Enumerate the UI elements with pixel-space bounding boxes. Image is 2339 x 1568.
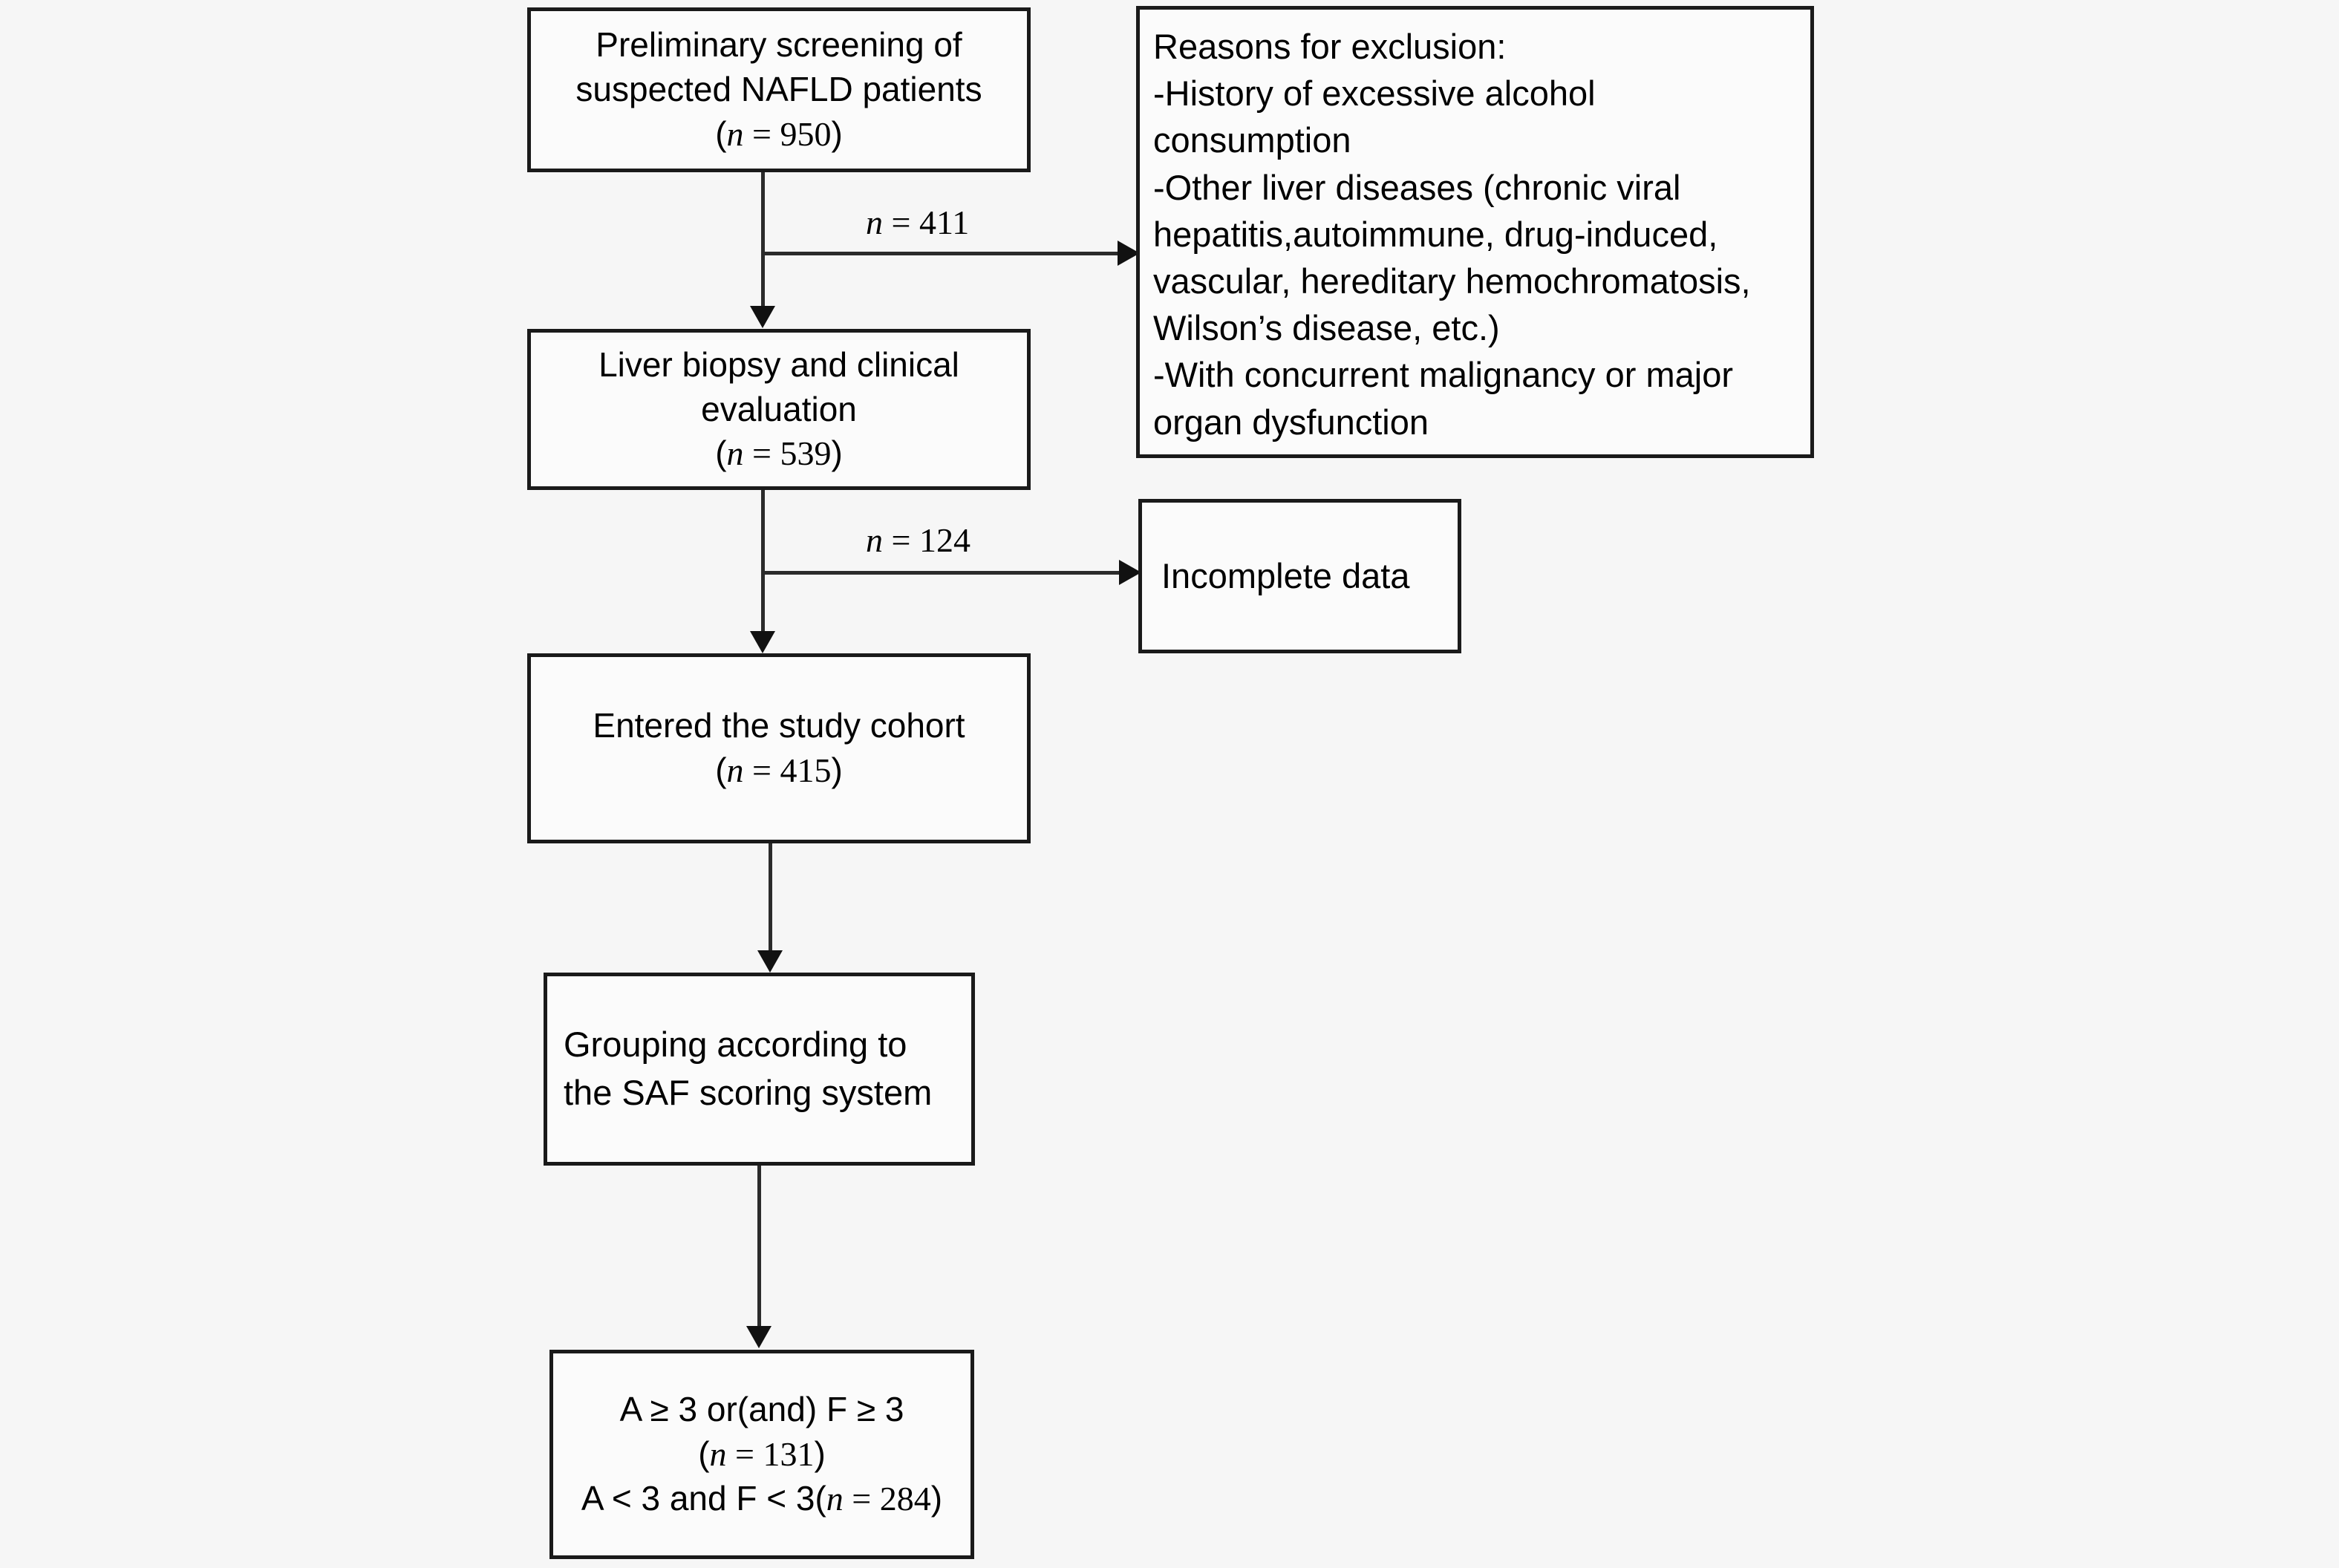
biopsy-line-1: Liver biopsy and clinical — [598, 344, 959, 384]
edge-label-incomplete-n: n — [866, 521, 883, 559]
exclusion-heading: Reasons for exclusion: — [1153, 27, 1507, 66]
outcome-paren-open-1: ( — [698, 1434, 710, 1474]
exclusion-reason-3: -With concurrent malignancy or major org… — [1153, 355, 1733, 442]
connector-biopsy-to-cohort — [761, 490, 765, 636]
outcome-n-value-1: = 131 — [726, 1435, 815, 1474]
outcome-line-1: A ≥ 3 or(and) F ≥ 3 — [619, 1390, 904, 1429]
biopsy-paren-close: ) — [831, 434, 843, 473]
arrowhead-to-cohort — [750, 631, 775, 653]
screening-n-value: = 950 — [743, 114, 832, 153]
node-saf-grouping: Grouping according to the SAF scoring sy… — [544, 973, 975, 1166]
outcome-n-symbol-2: n — [826, 1479, 844, 1518]
node-entered-study-cohort: Entered the study cohort (n = 415) — [527, 653, 1031, 843]
arrowhead-to-incomplete — [1119, 560, 1141, 585]
connector-screening-to-biopsy — [761, 172, 765, 310]
node-reasons-for-exclusion: Reasons for exclusion: -History of exces… — [1136, 6, 1814, 458]
edge-label-exclusion-value: = 411 — [883, 203, 970, 241]
biopsy-line-2: evaluation — [701, 389, 857, 428]
connector-grouping-to-outcome — [757, 1166, 761, 1330]
edge-label-incomplete: n = 124 — [866, 520, 970, 560]
arrowhead-to-biopsy — [750, 306, 775, 328]
connector-to-incomplete — [761, 571, 1125, 575]
arrowhead-to-grouping — [757, 950, 783, 973]
exclusion-reason-2: -Other liver diseases (chronic viral hep… — [1153, 167, 1751, 348]
grouping-line-1: Grouping according to — [564, 1025, 907, 1065]
biopsy-n-symbol: n — [726, 434, 744, 473]
node-preliminary-screening: Preliminary screening of suspected NAFLD… — [527, 7, 1031, 172]
cohort-n-symbol: n — [726, 751, 744, 789]
outcome-line-3-text: A < 3 and F < 3( — [581, 1478, 826, 1518]
cohort-count: (n = 415) — [715, 748, 843, 793]
grouping-line-2: the SAF scoring system — [564, 1073, 933, 1112]
exclusion-reason-1: -History of excessive alcohol consumptio… — [1153, 74, 1596, 160]
screening-line-2: suspected NAFLD patients — [575, 70, 982, 109]
cohort-n-value: = 415 — [743, 751, 832, 789]
screening-line-1: Preliminary screening of — [596, 25, 962, 65]
node-outcome-groups: A ≥ 3 or(and) F ≥ 3 (n = 131) A < 3 and … — [549, 1350, 974, 1559]
edge-label-exclusion-n: n — [866, 203, 883, 241]
outcome-line-3: A < 3 and F < 3(n = 284) — [581, 1477, 942, 1521]
connector-to-exclusion — [761, 252, 1123, 255]
edge-label-exclusion: n = 411 — [866, 202, 969, 242]
screening-n-symbol: n — [726, 114, 744, 153]
outcome-paren-close-1: ) — [814, 1434, 826, 1474]
biopsy-n-value: = 539 — [743, 434, 832, 473]
cohort-line-1: Entered the study cohort — [593, 706, 965, 745]
outcome-n-value-2: = 284 — [843, 1479, 931, 1518]
screening-paren-close: ) — [831, 114, 843, 153]
edge-label-incomplete-value: = 124 — [883, 521, 970, 559]
incomplete-label: Incomplete data — [1161, 556, 1410, 596]
outcome-count-1: (n = 131) — [698, 1432, 826, 1477]
cohort-paren-close: ) — [831, 751, 843, 789]
biopsy-count: (n = 539) — [715, 431, 843, 476]
outcome-n-symbol-1: n — [709, 1435, 727, 1474]
outcome-paren-close-2: ) — [930, 1478, 943, 1518]
arrowhead-to-outcome — [746, 1326, 771, 1348]
node-incomplete-data: Incomplete data — [1138, 499, 1461, 653]
connector-cohort-to-grouping — [769, 843, 772, 955]
screening-count: (n = 950) — [715, 112, 843, 157]
screening-paren-open: ( — [715, 114, 727, 153]
cohort-paren-open: ( — [715, 751, 727, 789]
node-liver-biopsy: Liver biopsy and clinical evaluation (n … — [527, 329, 1031, 490]
biopsy-paren-open: ( — [715, 434, 727, 473]
